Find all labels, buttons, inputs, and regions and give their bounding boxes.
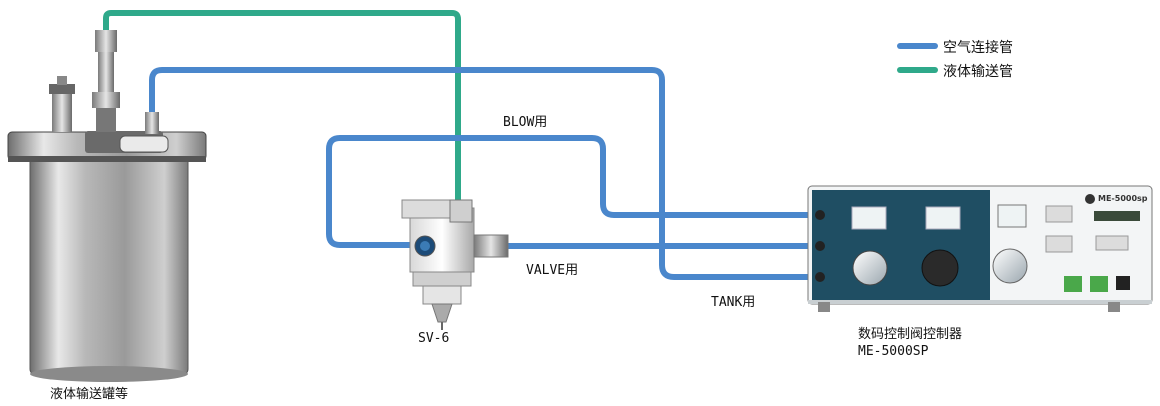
- liquid-tank: [8, 30, 206, 382]
- blow-label: BLOW用: [503, 111, 547, 130]
- legend-liquid-label: 液体输送管: [943, 61, 1013, 81]
- controller-model-label: ME-5000SP: [858, 344, 928, 359]
- valve-label: VALVE用: [526, 259, 578, 278]
- controller-name-label: 数码控制阀控制器: [858, 323, 962, 342]
- me5000sp-controller: [808, 186, 1152, 312]
- tank-name-label: 液体输送罐等: [50, 383, 128, 402]
- air-tube-blow: [329, 138, 812, 245]
- tank-label: TANK用: [711, 291, 755, 310]
- controller-brand-label: ME-5000sp: [1098, 194, 1148, 203]
- legend-air-label: 空气连接管: [943, 37, 1013, 57]
- sv6-valve: [402, 200, 508, 330]
- sv6-label: SV-6: [418, 331, 449, 346]
